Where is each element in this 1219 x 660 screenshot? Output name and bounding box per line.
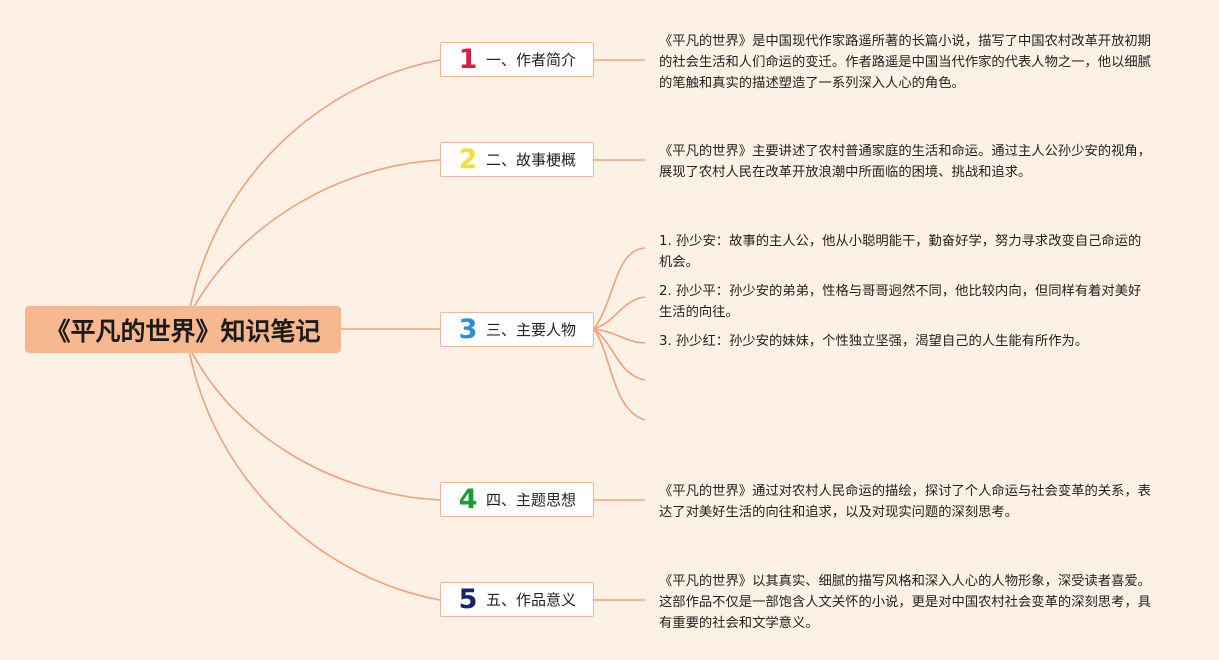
- number-1-icon: 1: [458, 44, 478, 75]
- branch-characters[interactable]: 3 三、主要人物: [440, 312, 594, 347]
- leaf-character-2: 2. 孙少平：孙少安的弟弟，性格与哥哥迥然不同，他比较内向，但同样有着对美好生活…: [659, 284, 1142, 320]
- connector-branch3-leaf-5: [593, 328, 646, 421]
- connector-branch3-leaf-2: [593, 296, 646, 330]
- number-3-icon: 3: [458, 314, 478, 345]
- branch-label-author: 一、作者简介: [486, 51, 577, 69]
- number-4-icon: 4: [458, 484, 478, 515]
- branch-theme[interactable]: 4 四、主题思想: [440, 482, 594, 517]
- connector-root-branch-2: [187, 159, 441, 319]
- root-title: 《平凡的世界》知识笔记: [45, 316, 321, 346]
- connector-root-branch-4: [187, 344, 441, 501]
- leaf-synopsis-text: 《平凡的世界》主要讲述了农村普通家庭的生活和命运。通过主人公孙少安的视角，展现了…: [659, 144, 1151, 180]
- branch-synopsis[interactable]: 2 二、故事梗概: [440, 142, 594, 177]
- root-node[interactable]: 《平凡的世界》知识笔记: [25, 306, 341, 353]
- connector-root-branch-1: [187, 59, 441, 319]
- leaf-significance-text: 《平凡的世界》以其真实、细腻的描写风格和深入人心的人物形象，深受读者喜爱。这部作…: [659, 574, 1151, 631]
- branch-label-characters: 三、主要人物: [486, 321, 577, 339]
- number-2-icon: 2: [458, 144, 478, 175]
- leaf-character-1: 1. 孙少安：故事的主人公，他从小聪明能干，勤奋好学，努力寻求改变自己命运的机会…: [659, 234, 1142, 270]
- connector-root-branch-5: [187, 344, 441, 601]
- leaf-author-text: 《平凡的世界》是中国现代作家路遥所著的长篇小说，描写了中国农村改革开放初期的社会…: [659, 34, 1151, 91]
- branch-significance[interactable]: 5 五、作品意义: [440, 582, 594, 617]
- leaf-character-3: 3. 孙少红：孙少安的妹妹，个性独立坚强，渴望自己的人生能有所作为。: [659, 334, 1089, 349]
- connector-branch3-leaf-3: [593, 328, 646, 344]
- leaf-theme-text: 《平凡的世界》通过对农村人民命运的描绘，探讨了个人命运与社会变革的关系，表达了对…: [659, 484, 1151, 520]
- connector-branch3-leaf-4: [593, 328, 646, 381]
- connector-branch3-leaf-1: [593, 247, 646, 330]
- branch-author[interactable]: 1 一、作者简介: [440, 42, 594, 77]
- branch-label-significance: 五、作品意义: [486, 591, 577, 609]
- branch-label-theme: 四、主题思想: [486, 491, 577, 509]
- number-5-icon: 5: [458, 584, 478, 615]
- branch-label-synopsis: 二、故事梗概: [486, 151, 577, 169]
